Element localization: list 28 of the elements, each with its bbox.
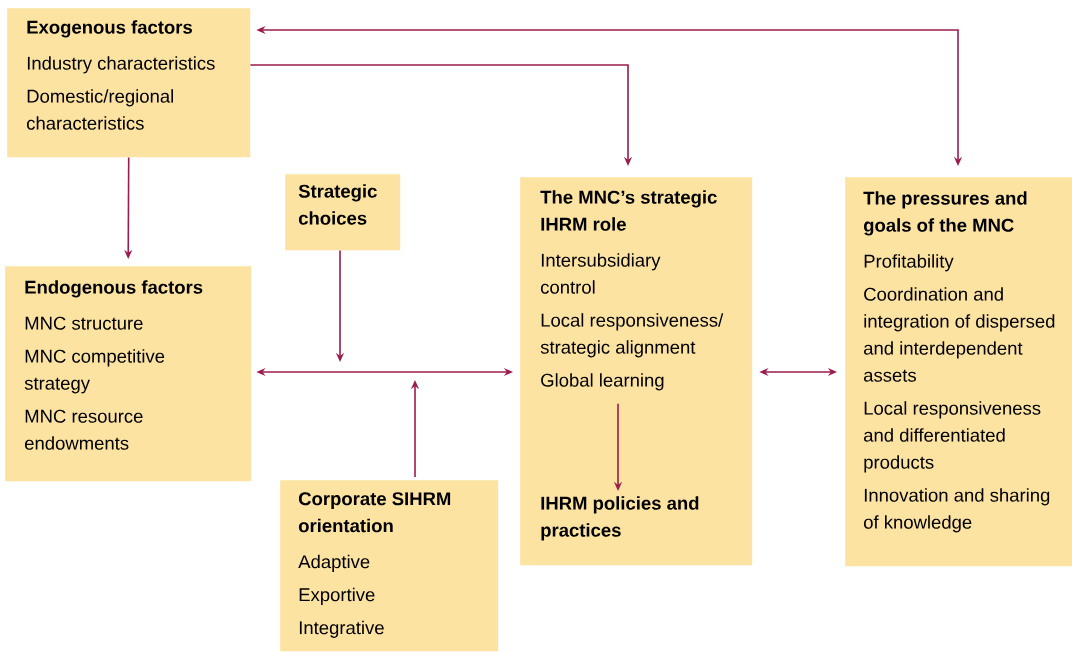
- list-item: Exportive: [299, 587, 375, 605]
- box-heading: Endogenous factors: [25, 280, 203, 298]
- list-item: Adaptive: [298, 554, 370, 572]
- list-item: Integrative: [299, 620, 384, 638]
- list-item: Profitability: [864, 254, 954, 272]
- list-item: Global learning: [541, 373, 664, 391]
- list-item: MNC resource endowments: [25, 409, 143, 450]
- factor-box: [7, 8, 251, 158]
- list-item: MNC competitive strategy: [24, 349, 165, 394]
- factor-box: [5, 266, 252, 482]
- list-item: Local responsiveness and differentiated products: [864, 401, 1041, 473]
- list-item: Industry characteristics: [27, 56, 215, 74]
- list-item: Intersubsidiary control: [541, 253, 661, 294]
- box-heading: Exogenous factors: [27, 20, 192, 38]
- factor-box: [845, 177, 1072, 567]
- box-heading: Strategic choices: [298, 184, 377, 225]
- box-heading: Corporate SIHRM orientation: [298, 492, 451, 533]
- list-item: Local responsiveness/ strategic alignment: [540, 313, 724, 358]
- list-item: Domestic/regional characteristics: [27, 89, 173, 130]
- factor-box: [280, 480, 499, 652]
- box-heading: The pressures and goals of the MNC: [863, 191, 1027, 236]
- list-item: Coordination and integration of dispersed and interdependent assets: [864, 287, 1055, 382]
- list-item: Innovation and sharing of knowledge: [864, 488, 1050, 533]
- factor-box: [285, 174, 401, 251]
- panel-box: [520, 177, 753, 566]
- box-heading: IHRM policies and practices: [541, 496, 699, 541]
- box-heading: The MNC’s strategic IHRM role: [540, 190, 717, 231]
- list-item: MNC structure: [25, 316, 143, 330]
